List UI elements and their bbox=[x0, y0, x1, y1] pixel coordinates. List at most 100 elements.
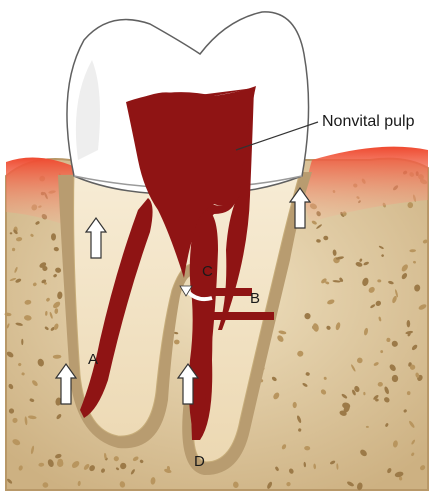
pulp-canal-distal bbox=[191, 210, 218, 440]
bone-speck bbox=[278, 330, 287, 335]
bone-speck bbox=[389, 364, 396, 371]
bone-speck bbox=[21, 338, 24, 346]
bone-speck bbox=[339, 277, 344, 282]
bone-speck bbox=[55, 267, 62, 273]
arrow-up-icon bbox=[54, 362, 78, 405]
bone-speck bbox=[57, 458, 64, 465]
bone-speck bbox=[104, 452, 107, 460]
bone-speck bbox=[370, 304, 376, 309]
bone-speck bbox=[313, 463, 317, 470]
bone-speck bbox=[44, 326, 49, 330]
bone-speck bbox=[166, 466, 171, 471]
pulp-canal-mesial bbox=[80, 198, 153, 418]
bone-speck bbox=[267, 481, 273, 489]
bone-speck bbox=[339, 410, 347, 416]
bone-speck bbox=[286, 481, 291, 487]
bone-speck bbox=[54, 308, 59, 314]
bone-speck bbox=[394, 471, 404, 478]
bone-speck bbox=[411, 452, 415, 457]
bone-speck bbox=[336, 463, 339, 470]
bone-speck bbox=[304, 445, 311, 451]
bone-speck bbox=[395, 289, 398, 298]
bone-speck bbox=[391, 374, 399, 383]
bone-speck bbox=[32, 282, 37, 287]
bone-speck bbox=[398, 476, 403, 481]
bone-speck bbox=[56, 414, 62, 420]
bone-speck bbox=[422, 239, 428, 244]
bone-speck bbox=[375, 398, 379, 402]
curved-arrow-icon bbox=[179, 285, 193, 297]
bone-speck bbox=[297, 350, 304, 357]
bone-speck bbox=[12, 439, 21, 446]
bone-speck bbox=[386, 337, 391, 342]
bone-speck bbox=[49, 311, 53, 319]
bone-speck bbox=[16, 237, 23, 242]
bone-speck bbox=[409, 364, 416, 370]
bone-speck bbox=[41, 279, 47, 284]
bone-speck bbox=[273, 392, 280, 400]
bone-speck bbox=[388, 280, 394, 285]
bone-speck bbox=[362, 277, 369, 286]
bone-speck bbox=[8, 383, 14, 390]
bone-speck bbox=[289, 468, 294, 474]
label-b: B bbox=[250, 290, 260, 307]
bone-speck bbox=[52, 354, 62, 359]
bone-speck bbox=[411, 439, 416, 445]
bone-speck bbox=[354, 385, 360, 393]
bone-speck bbox=[42, 482, 49, 488]
bone-speck bbox=[130, 469, 135, 475]
bone-speck bbox=[298, 428, 302, 432]
bone-speck bbox=[332, 280, 341, 283]
bone-speck bbox=[414, 284, 421, 292]
bone-speck bbox=[24, 299, 32, 305]
bone-speck bbox=[292, 401, 297, 409]
bone-speck bbox=[15, 278, 22, 283]
bone-speck bbox=[351, 364, 356, 372]
bone-speck bbox=[77, 480, 81, 487]
bone-speck bbox=[115, 467, 120, 471]
bone-speck bbox=[327, 299, 335, 305]
bone-speck bbox=[12, 417, 18, 423]
bone-speck bbox=[173, 331, 179, 335]
bone-speck bbox=[4, 312, 12, 317]
callout-leader bbox=[235, 121, 319, 151]
bone-speck bbox=[281, 444, 287, 450]
bone-speck bbox=[302, 382, 308, 387]
crown-shading bbox=[75, 60, 100, 160]
bone-speck bbox=[53, 274, 57, 278]
bone-speck bbox=[53, 323, 59, 330]
bone-speck bbox=[18, 362, 22, 367]
bone-speck bbox=[55, 397, 62, 406]
bone-speck bbox=[326, 325, 331, 330]
bone-speck bbox=[356, 357, 363, 364]
arrow-up-icon bbox=[288, 186, 312, 229]
bone-speck bbox=[139, 459, 144, 464]
bone-speck bbox=[113, 456, 119, 462]
bone-speck bbox=[375, 300, 381, 307]
bone-speck bbox=[6, 323, 10, 329]
bone-speck bbox=[39, 262, 47, 268]
label-c: C bbox=[202, 263, 213, 280]
bone-speck bbox=[24, 315, 32, 321]
bone-speck bbox=[406, 391, 411, 396]
bone-speck bbox=[415, 372, 420, 378]
bone-speck bbox=[323, 235, 329, 241]
bone-speck bbox=[232, 481, 239, 488]
bone-speck bbox=[9, 278, 17, 281]
bone-speck bbox=[401, 264, 408, 272]
bone-speck bbox=[21, 372, 25, 376]
bone-speck bbox=[355, 262, 363, 267]
bone-speck bbox=[316, 239, 321, 243]
bone-speck bbox=[405, 330, 414, 335]
label-a: A bbox=[88, 351, 98, 368]
bone-speck bbox=[29, 398, 35, 402]
bone-speck bbox=[15, 322, 23, 326]
bone-speck bbox=[391, 340, 398, 347]
bone-speck bbox=[303, 461, 307, 468]
bone-speck bbox=[89, 465, 95, 472]
bone-speck bbox=[342, 402, 351, 409]
bone-speck bbox=[45, 311, 48, 316]
bone-speck bbox=[51, 233, 56, 241]
bone-speck bbox=[377, 381, 383, 387]
